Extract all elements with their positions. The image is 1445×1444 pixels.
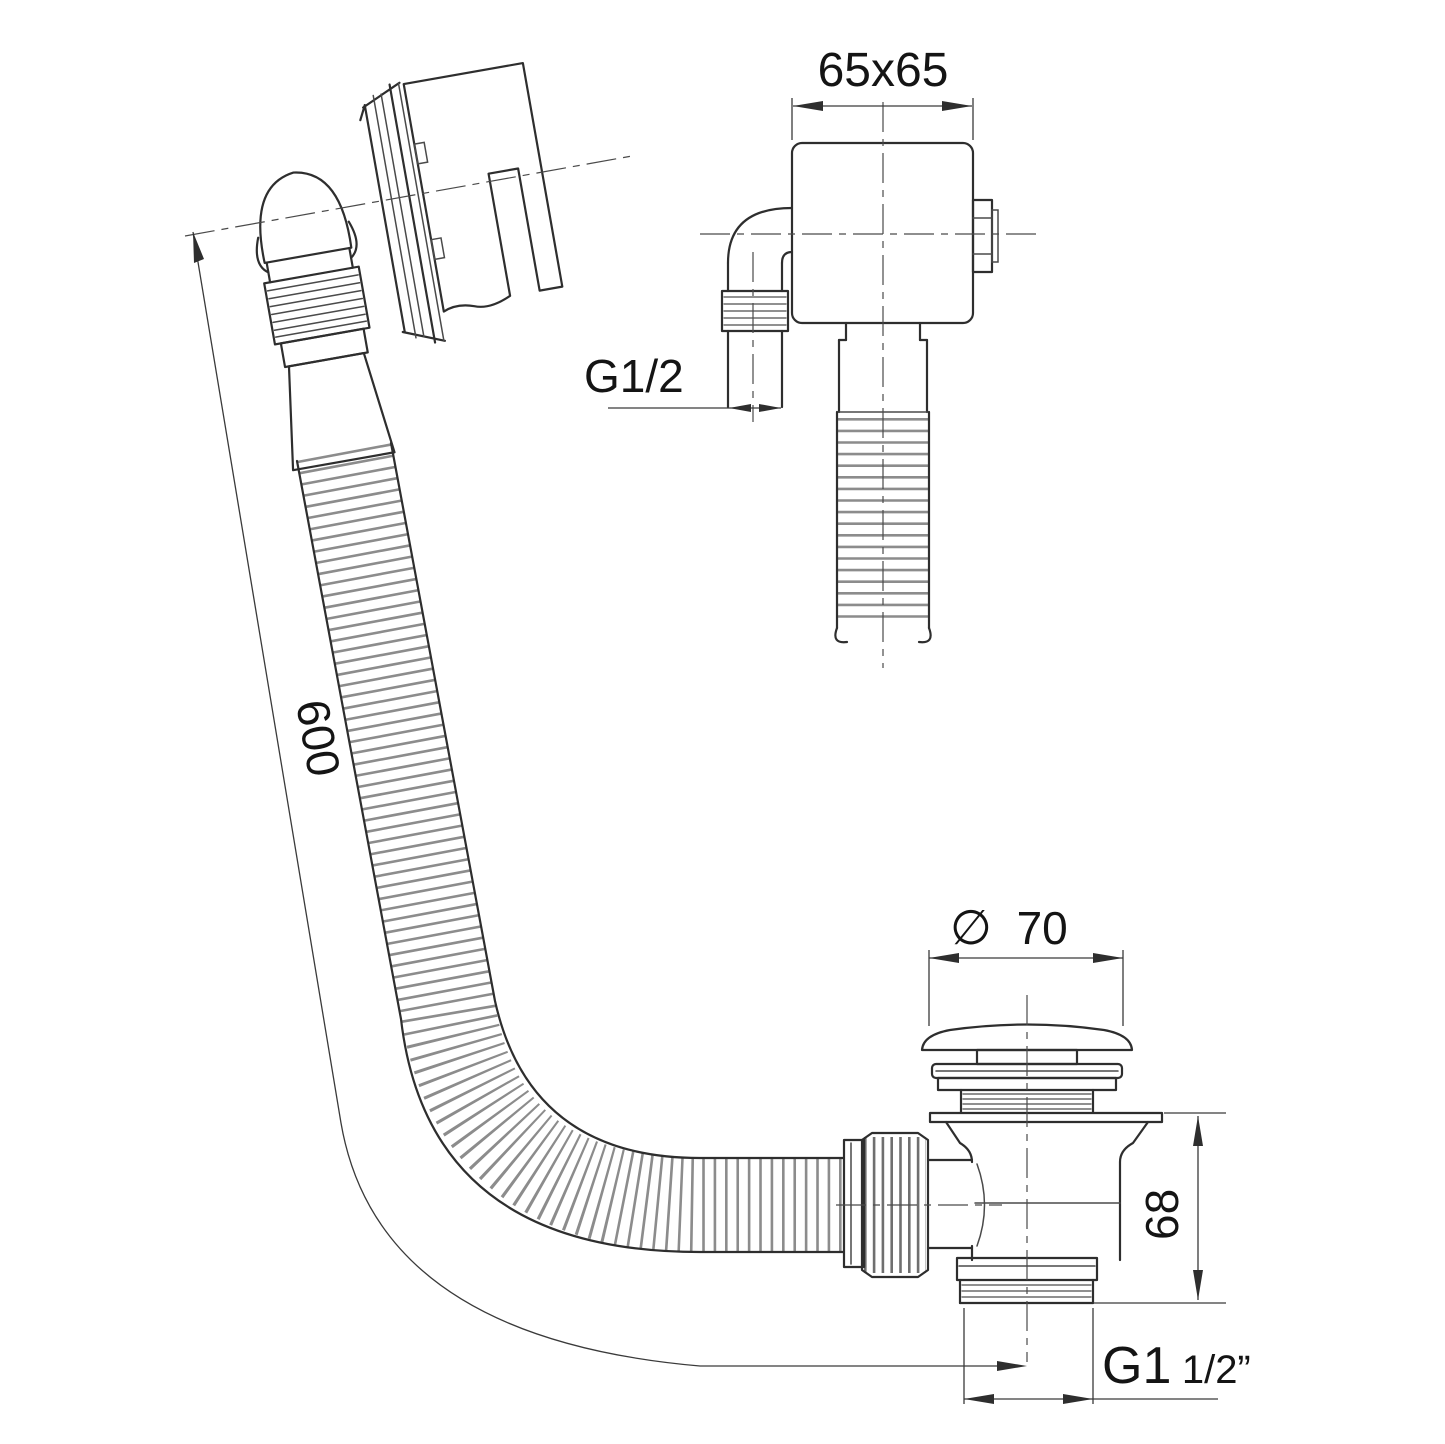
- arrow-600-start: [193, 232, 204, 263]
- overflow-side-view: [720, 141, 999, 644]
- overflow-face-label: 65x65: [818, 44, 949, 97]
- waste-tee-body: [926, 1120, 1150, 1262]
- elbow-thread-g12: [720, 289, 790, 333]
- arrow-65-left: [793, 101, 823, 111]
- arrow-g112-right: [1063, 1394, 1093, 1404]
- overflow-assembly-front: [255, 61, 564, 472]
- overflow-elbow-dome: [255, 171, 358, 284]
- arrow-68-top: [1193, 1116, 1203, 1146]
- overflow-thread-section: [263, 265, 371, 346]
- flexible-hose-side: [834, 410, 932, 644]
- arrow-68-bottom: [1193, 1270, 1203, 1300]
- dimension-68: 68: [1093, 1112, 1226, 1304]
- overflow-thread-label: G1/2: [584, 350, 684, 402]
- dimension-600: 600: [192, 231, 1027, 1371]
- overflow-outlet-stub: [837, 321, 929, 414]
- arrow-g12-left: [729, 404, 751, 412]
- flange-stack: [359, 81, 447, 344]
- arrow-g12-right: [759, 404, 781, 412]
- hose-sleeve: [279, 327, 396, 472]
- waste-flange-plate: [928, 1111, 1164, 1124]
- hose-edge-right: [389, 441, 845, 1160]
- waste-height-label: 68: [1136, 1189, 1188, 1240]
- overflow-side-connector: [971, 198, 999, 274]
- waste-thread-label: G1 1/2”: [1102, 1337, 1251, 1395]
- overflow-front-centerline: [184, 155, 633, 237]
- centerlines: [184, 102, 1040, 1362]
- dimension-65x65: 65x65: [791, 44, 974, 140]
- waste-assembly: [842, 1023, 1164, 1305]
- nut-end-ring: [842, 1138, 866, 1269]
- dimension-dia70: ∅ 70: [928, 902, 1124, 1026]
- hose-corrugation-ribs: [297, 443, 843, 1253]
- flexible-overflow-hose: [295, 441, 845, 1254]
- arrow-g112-left: [964, 1394, 994, 1404]
- cap-diameter-label: ∅ 70: [950, 902, 1068, 955]
- overflow-elbow-side: [726, 206, 794, 409]
- hose-length-label: 600: [286, 696, 351, 781]
- arrow-dia70-left: [929, 953, 959, 963]
- dimension-g112: G1 1/2”: [963, 1308, 1251, 1404]
- dimension-g12: G1/2: [584, 350, 781, 412]
- arrow-600-end: [997, 1361, 1027, 1371]
- arrow-dia70-right: [1093, 953, 1123, 963]
- hose-edge-left: [295, 459, 845, 1254]
- bath-bracket-body: [402, 61, 564, 313]
- arrow-65-right: [942, 101, 972, 111]
